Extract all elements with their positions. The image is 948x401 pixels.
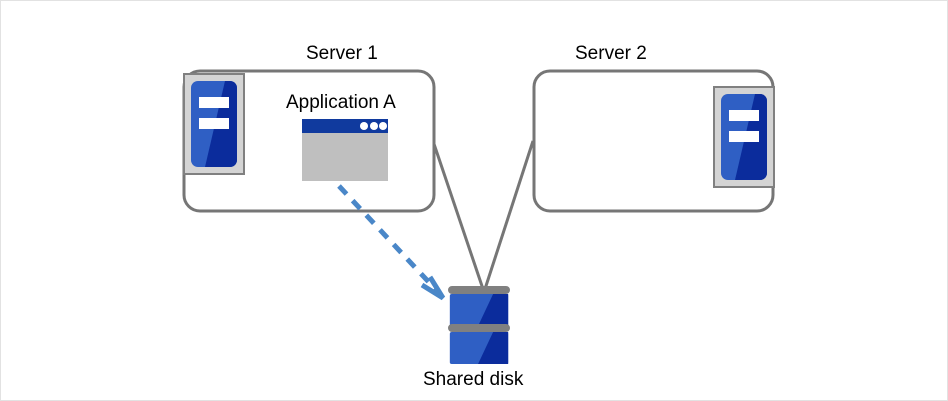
server2-label: Server 2 [575, 43, 647, 64]
connector-server1-to-disk [431, 140, 485, 290]
server1-label: Server 1 [306, 43, 378, 64]
application-window-icon [302, 119, 388, 181]
application-to-disk-arrow [337, 184, 446, 301]
shared-disk-icon [448, 286, 510, 364]
application-label: Application A [286, 92, 396, 113]
connector-server2-to-disk [483, 140, 535, 290]
shared-disk-label: Shared disk [423, 369, 524, 390]
server1-icon [184, 74, 244, 174]
server2-icon [714, 87, 774, 187]
